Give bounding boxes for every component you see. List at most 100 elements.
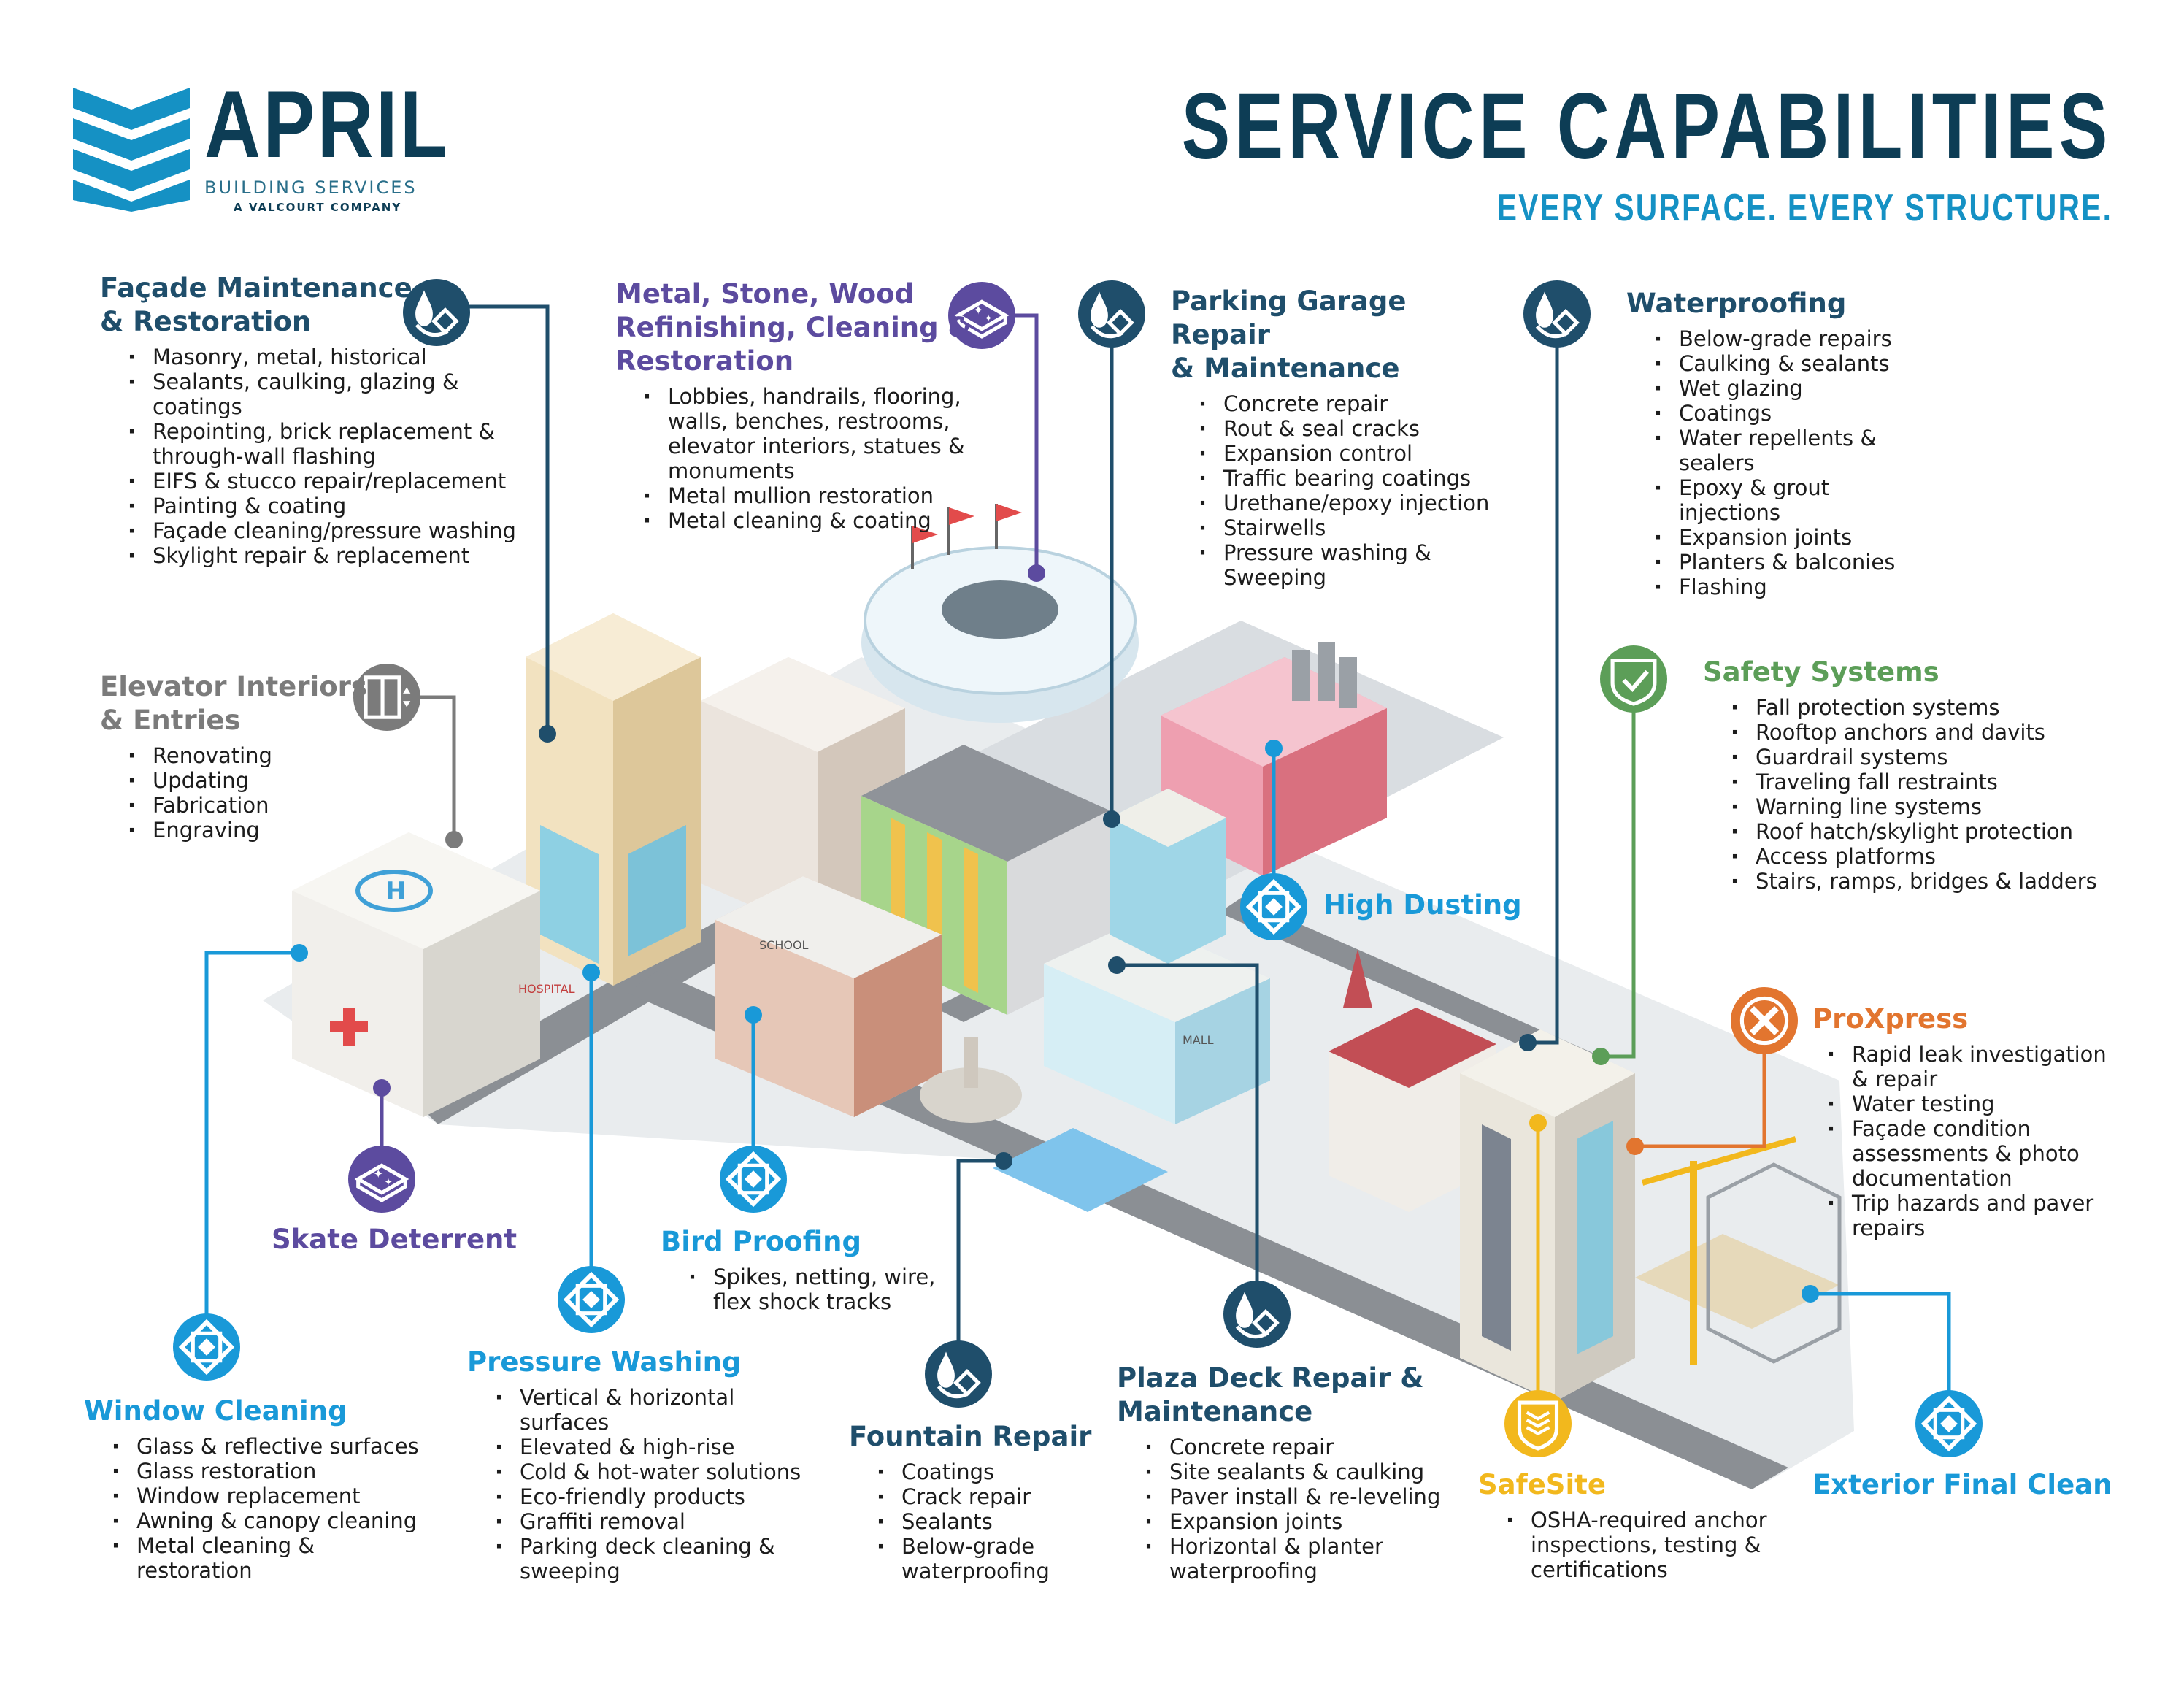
list-item: Pressure washing & Sweeping (1199, 540, 1507, 590)
list-item: Metal mullion restoration (643, 483, 1024, 508)
list-item: Spikes, netting, wire, flex shock tracks (688, 1265, 953, 1314)
service-title: Exterior Final Clean (1812, 1469, 2112, 1500)
list-item: Site sealants & caulking (1145, 1459, 1467, 1484)
page-title: SERVICE CAPABILITIES (1181, 74, 2112, 179)
service-parking: Parking Garage Repair& Maintenance Concr… (1171, 285, 1507, 590)
list-item: Stairs, ramps, bridges & ladders (1731, 869, 2112, 894)
list-item: Repointing, brick replacement & through-… (128, 419, 538, 469)
service-plaza: Plaza Deck Repair &Maintenance Concrete … (1117, 1362, 1467, 1584)
school-building: SCHOOL (715, 876, 942, 1117)
list-item: Lobbies, handrails, flooring, walls, ben… (643, 384, 1024, 483)
brand-parent: A VALCOURT COMPANY (234, 201, 402, 214)
list-item: Skylight repair & replacement (128, 543, 538, 568)
list-item: Crack repair (877, 1484, 1097, 1509)
mall-sign: MALL (1183, 1033, 1214, 1047)
list-item: Fall protection systems (1731, 695, 2112, 720)
hospital-building: H HOSPITAL (292, 832, 575, 1117)
list-item: Sealants, caulking, glazing & coatings (128, 369, 538, 419)
service-title: Parking Garage Repair& Maintenance (1171, 285, 1407, 384)
fountain-plaza (920, 1037, 1168, 1212)
list-item: Planters & balconies (1654, 550, 1918, 575)
list-item: Caulking & sealants (1654, 351, 1918, 376)
service-proxpress: ProXpress Rapid leak investigation & rep… (1812, 1002, 2112, 1240)
service-title: SafeSite (1478, 1469, 1606, 1500)
service-safesite: SafeSite OSHA-required anchor inspection… (1478, 1468, 1785, 1582)
service-list: OSHA-required anchor inspections, testin… (1506, 1508, 1785, 1582)
service-list: Vertical & horizontal surfaces Elevated … (495, 1385, 818, 1584)
proxpress-icon (1731, 987, 1798, 1054)
list-item: Awning & canopy cleaning (112, 1508, 434, 1533)
service-title: High Dusting (1323, 889, 1522, 921)
list-item: Parking deck cleaning & sweeping (495, 1534, 818, 1584)
elevator-icon (353, 664, 420, 731)
list-item: Cold & hot-water solutions (495, 1459, 818, 1484)
service-skate: Skate Deterrent (272, 1223, 520, 1257)
list-item: Updating (128, 768, 377, 793)
list-item: Façade condition assessments & photo doc… (1827, 1116, 2112, 1191)
safety-icon (1600, 645, 1667, 713)
list-item: Epoxy & grout injections (1654, 475, 1918, 525)
metal-stone-icon (948, 282, 1015, 349)
list-item: Façade cleaning/pressure washing (128, 518, 538, 543)
brand-logo: APRIL BUILDING SERVICES A VALCOURT COMPA… (204, 77, 504, 214)
service-list: Spikes, netting, wire, flex shock tracks (688, 1265, 953, 1314)
service-list: Renovating Updating Fabrication Engravin… (128, 743, 377, 843)
list-item: Urethane/epoxy injection (1199, 491, 1507, 515)
list-item: Traffic bearing coatings (1199, 466, 1507, 491)
list-item: Metal cleaning & coating (643, 508, 1024, 533)
service-title: Pressure Washing (467, 1346, 742, 1378)
list-item: Engraving (128, 818, 377, 843)
service-title: Bird Proofing (661, 1226, 861, 1257)
page-tagline: EVERY SURFACE. EVERY STRUCTURE. (1496, 187, 2112, 229)
service-title: Waterproofing (1626, 288, 1847, 319)
list-item: Rooftop anchors and davits (1731, 720, 2112, 745)
service-title: Window Cleaning (84, 1395, 347, 1427)
school-sign: SCHOOL (759, 938, 809, 952)
list-item: Paver install & re-leveling (1145, 1484, 1467, 1509)
service-exterior: Exterior Final Clean (1812, 1468, 2119, 1502)
mall-building: MALL (1044, 789, 1270, 1124)
list-item: Painting & coating (128, 494, 538, 518)
service-facade: Façade Maintenance& Restoration Masonry,… (100, 272, 538, 568)
list-item: Access platforms (1731, 844, 2112, 869)
facade-icon (403, 279, 470, 346)
list-item: Stairwells (1199, 515, 1507, 540)
church-building (1329, 949, 1496, 1212)
stadium-building (861, 504, 1139, 723)
list-item: Horizontal & planter waterproofing (1145, 1534, 1467, 1584)
service-list: Concrete repair Rout & seal cracks Expan… (1199, 391, 1507, 590)
list-item: Rapid leak investigation & repair (1827, 1042, 2112, 1092)
service-bird: Bird Proofing Spikes, netting, wire, fle… (661, 1225, 953, 1314)
service-waterproofing: Waterproofing Below-grade repairs Caulki… (1626, 287, 1918, 599)
list-item: Rout & seal cracks (1199, 416, 1507, 441)
service-window: Window Cleaning Glass & reflective surfa… (84, 1394, 434, 1583)
service-list: Masonry, metal, historical Sealants, cau… (128, 345, 538, 568)
hospital-sign: HOSPITAL (518, 982, 575, 996)
service-fountain: Fountain Repair Coatings Crack repair Se… (849, 1420, 1097, 1584)
list-item: Expansion joints (1654, 525, 1918, 550)
list-item: Vertical & horizontal surfaces (495, 1385, 818, 1435)
service-list: Concrete repair Site sealants & caulking… (1145, 1435, 1467, 1584)
list-item: Window replacement (112, 1484, 434, 1508)
service-title: Skate Deterrent (272, 1224, 518, 1255)
window-icon (173, 1313, 240, 1381)
list-item: Warning line systems (1731, 794, 2112, 819)
list-item: Below-grade repairs (1654, 326, 1918, 351)
list-item: Coatings (1654, 401, 1918, 426)
service-title: Safety Systems (1703, 656, 1939, 688)
safesite-icon (1504, 1390, 1572, 1457)
list-item: Masonry, metal, historical (128, 345, 538, 369)
list-item: Flashing (1654, 575, 1918, 599)
service-list: Fall protection systems Rooftop anchors … (1731, 695, 2112, 894)
service-elevator: Elevator Interiors& Entries Renovating U… (100, 670, 377, 843)
exterior-icon (1915, 1390, 1983, 1457)
list-item: Expansion joints (1145, 1509, 1467, 1534)
list-item: Elevated & high-rise (495, 1435, 818, 1459)
service-title: Elevator Interiors& Entries (100, 671, 367, 736)
list-item: Water repellents & sealers (1654, 426, 1918, 475)
connector-lines (204, 304, 1951, 1394)
list-item: Trip hazards and paver repairs (1827, 1191, 2112, 1240)
